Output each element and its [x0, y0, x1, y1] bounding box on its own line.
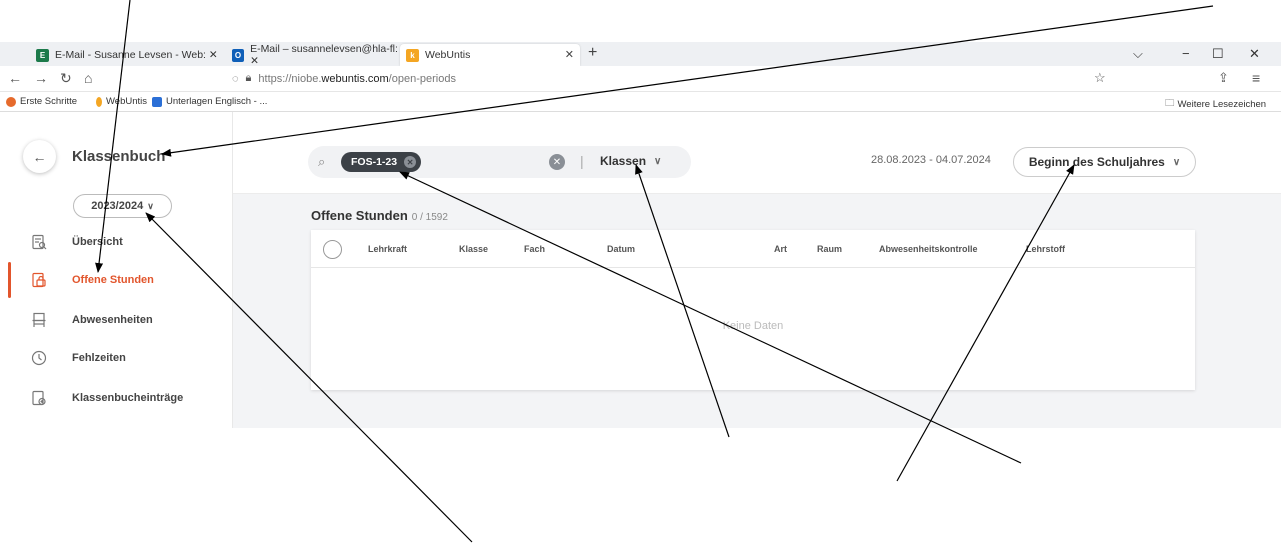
back-arrow-icon: ←: [32, 148, 47, 165]
bookmark-label: Weitere Lesezeichen: [1177, 98, 1267, 110]
clock-icon: [30, 349, 48, 367]
tab-label: E-Mail - Susanne Levsen - Web: ✕: [55, 49, 218, 61]
firefox-icon: [6, 96, 16, 107]
browser-window: E E-Mail - Susanne Levsen - Web: ✕ O E-M…: [0, 42, 1281, 428]
open-lessons-icon: [30, 271, 48, 289]
shield-icon: ◌: [232, 72, 239, 85]
tab-bar: E E-Mail - Susanne Levsen - Web: ✕ O E-M…: [0, 42, 1281, 67]
active-indicator: [8, 262, 11, 298]
table-header: Lehrkraft Klasse Fach Datum Art Raum Abw…: [311, 230, 1195, 268]
reload-icon[interactable]: ↻: [60, 70, 72, 86]
chip-label: FOS-1-23: [351, 156, 398, 168]
new-tab-button[interactable]: +: [588, 44, 598, 61]
doc-icon: [152, 96, 162, 107]
webuntis-icon: k: [406, 48, 419, 62]
back-button[interactable]: ←: [23, 140, 56, 173]
mail-app-icon: E: [36, 48, 49, 62]
clear-search-icon[interactable]: ✕: [549, 154, 565, 170]
school-year-select[interactable]: 2023/2024 ∨: [73, 194, 172, 218]
share-icon[interactable]: ⇪: [1218, 70, 1229, 85]
bookmark-label: Unterlagen Englisch - ...: [166, 96, 268, 107]
sidebar-item-offene-stunden[interactable]: Offene Stunden: [0, 266, 232, 294]
sidebar-item-abwesenheiten[interactable]: Abwesenheiten: [0, 306, 232, 334]
url-bar[interactable]: ◌ 🔒︎ https://niobe.webuntis.com/open-per…: [232, 72, 456, 85]
select-all-checkbox[interactable]: [323, 240, 342, 259]
bookmark-label: Erste Schritte: [20, 96, 78, 107]
sidebar-title: Klassenbuch: [72, 148, 166, 165]
page-title-text: Offene Stunden: [311, 208, 408, 223]
overview-icon: [30, 233, 48, 251]
open-lessons-table: Lehrkraft Klasse Fach Datum Art Raum Abw…: [311, 230, 1195, 390]
chevron-down-icon: ∨: [1172, 156, 1181, 168]
col-lehrkraft[interactable]: Lehrkraft: [368, 244, 408, 254]
remove-chip-icon[interactable]: ✕: [404, 156, 417, 168]
tab-label: WebUntis: [425, 49, 471, 61]
tab-email-1[interactable]: E E-Mail - Susanne Levsen - Web: ✕: [30, 44, 226, 66]
url-domain: webuntis.com: [321, 72, 389, 85]
school-year-value: 2023/2024: [91, 200, 144, 212]
menu-icon[interactable]: ≡: [1252, 70, 1261, 86]
sidebar-item-label: Übersicht: [72, 236, 123, 248]
url-path: /open-periods: [388, 72, 456, 85]
col-datum[interactable]: Datum: [607, 244, 636, 254]
tab-email-2[interactable]: O E-Mail – susannelevsen@hla-fl: ✕: [226, 43, 398, 67]
count-badge: 0 / 1592: [411, 212, 448, 223]
sidebar-item-klassenbucheintraege[interactable]: Klassenbucheinträge: [0, 384, 232, 412]
sidebar-item-label: Abwesenheiten: [72, 314, 153, 326]
sidebar-item-fehlzeiten[interactable]: Fehlzeiten: [0, 344, 232, 372]
bookmarks-bar: Erste Schritte WebUntis Unterlagen Engli…: [0, 92, 1281, 112]
col-art[interactable]: Art: [774, 244, 787, 254]
bookmark-unterlagen[interactable]: Unterlagen Englisch - ...: [152, 96, 267, 107]
col-fach[interactable]: Fach: [524, 244, 546, 254]
home-icon[interactable]: ⌂: [84, 70, 93, 86]
divider: |: [580, 153, 584, 169]
empty-state: Keine Daten: [722, 320, 784, 332]
close-tab-icon[interactable]: ✕: [564, 49, 574, 61]
col-raum[interactable]: Raum: [817, 244, 843, 254]
outlook-icon: O: [232, 48, 245, 62]
bookmark-star-icon[interactable]: ☆: [1094, 70, 1106, 85]
add-entry-icon: [30, 389, 48, 407]
sidebar: ← Klassenbuch 2023/2024 ∨ Übersicht: [0, 112, 233, 428]
webuntis-icon: [96, 96, 102, 107]
class-chip[interactable]: FOS-1-23 ✕: [341, 152, 422, 172]
maximize-icon[interactable]: ☐: [1212, 46, 1224, 61]
bookmark-webuntis[interactable]: WebUntis: [96, 96, 147, 107]
chevron-down-icon: ∨: [147, 200, 154, 211]
bookmark-label: WebUntis: [106, 96, 148, 107]
folder-icon: 🗀: [1165, 98, 1175, 109]
sidebar-item-uebersicht[interactable]: Übersicht: [0, 228, 232, 256]
lock-icon: 🔒︎: [245, 72, 252, 84]
filter-type-select[interactable]: Klassen ∨: [600, 154, 661, 168]
sidebar-item-label: Fehlzeiten: [72, 352, 126, 364]
tab-list-icon[interactable]: ⌵: [1133, 46, 1143, 61]
chevron-down-icon: ∨: [654, 155, 662, 167]
col-klasse[interactable]: Klasse: [459, 244, 489, 254]
sidebar-item-label: Klassenbucheinträge: [72, 392, 184, 404]
nav-bar: ← → ↻ ⌂ ◌ 🔒︎ https://niobe.webuntis.com/…: [0, 66, 1281, 92]
minimize-icon[interactable]: −: [1182, 46, 1190, 61]
back-arrow-icon[interactable]: ←: [8, 70, 22, 86]
sidebar-item-label: Offene Stunden: [72, 274, 154, 286]
col-abwesenheitskontrolle[interactable]: Abwesenheitskontrolle: [879, 244, 978, 254]
bookmark-erste-schritte[interactable]: Erste Schritte: [6, 96, 77, 107]
search-icon: ⌕: [318, 154, 326, 169]
date-range: 28.08.2023 - 04.07.2024: [871, 154, 991, 166]
url-prefix: https://niobe.: [258, 72, 322, 85]
col-lehrstoff[interactable]: Lehrstoff: [1026, 244, 1065, 254]
webuntis-app: ← Klassenbuch 2023/2024 ∨ Übersicht: [0, 112, 1281, 428]
tab-webuntis[interactable]: k WebUntis ✕: [400, 44, 580, 66]
close-window-icon[interactable]: ✕: [1249, 46, 1260, 61]
tab-label: E-Mail – susannelevsen@hla-fl: ✕: [250, 43, 398, 67]
forward-arrow-icon[interactable]: →: [34, 70, 48, 86]
chair-icon: [30, 311, 48, 329]
filter-type-value: Klassen: [600, 154, 647, 168]
other-bookmarks[interactable]: 🗀 Weitere Lesezeichen: [1165, 96, 1266, 112]
